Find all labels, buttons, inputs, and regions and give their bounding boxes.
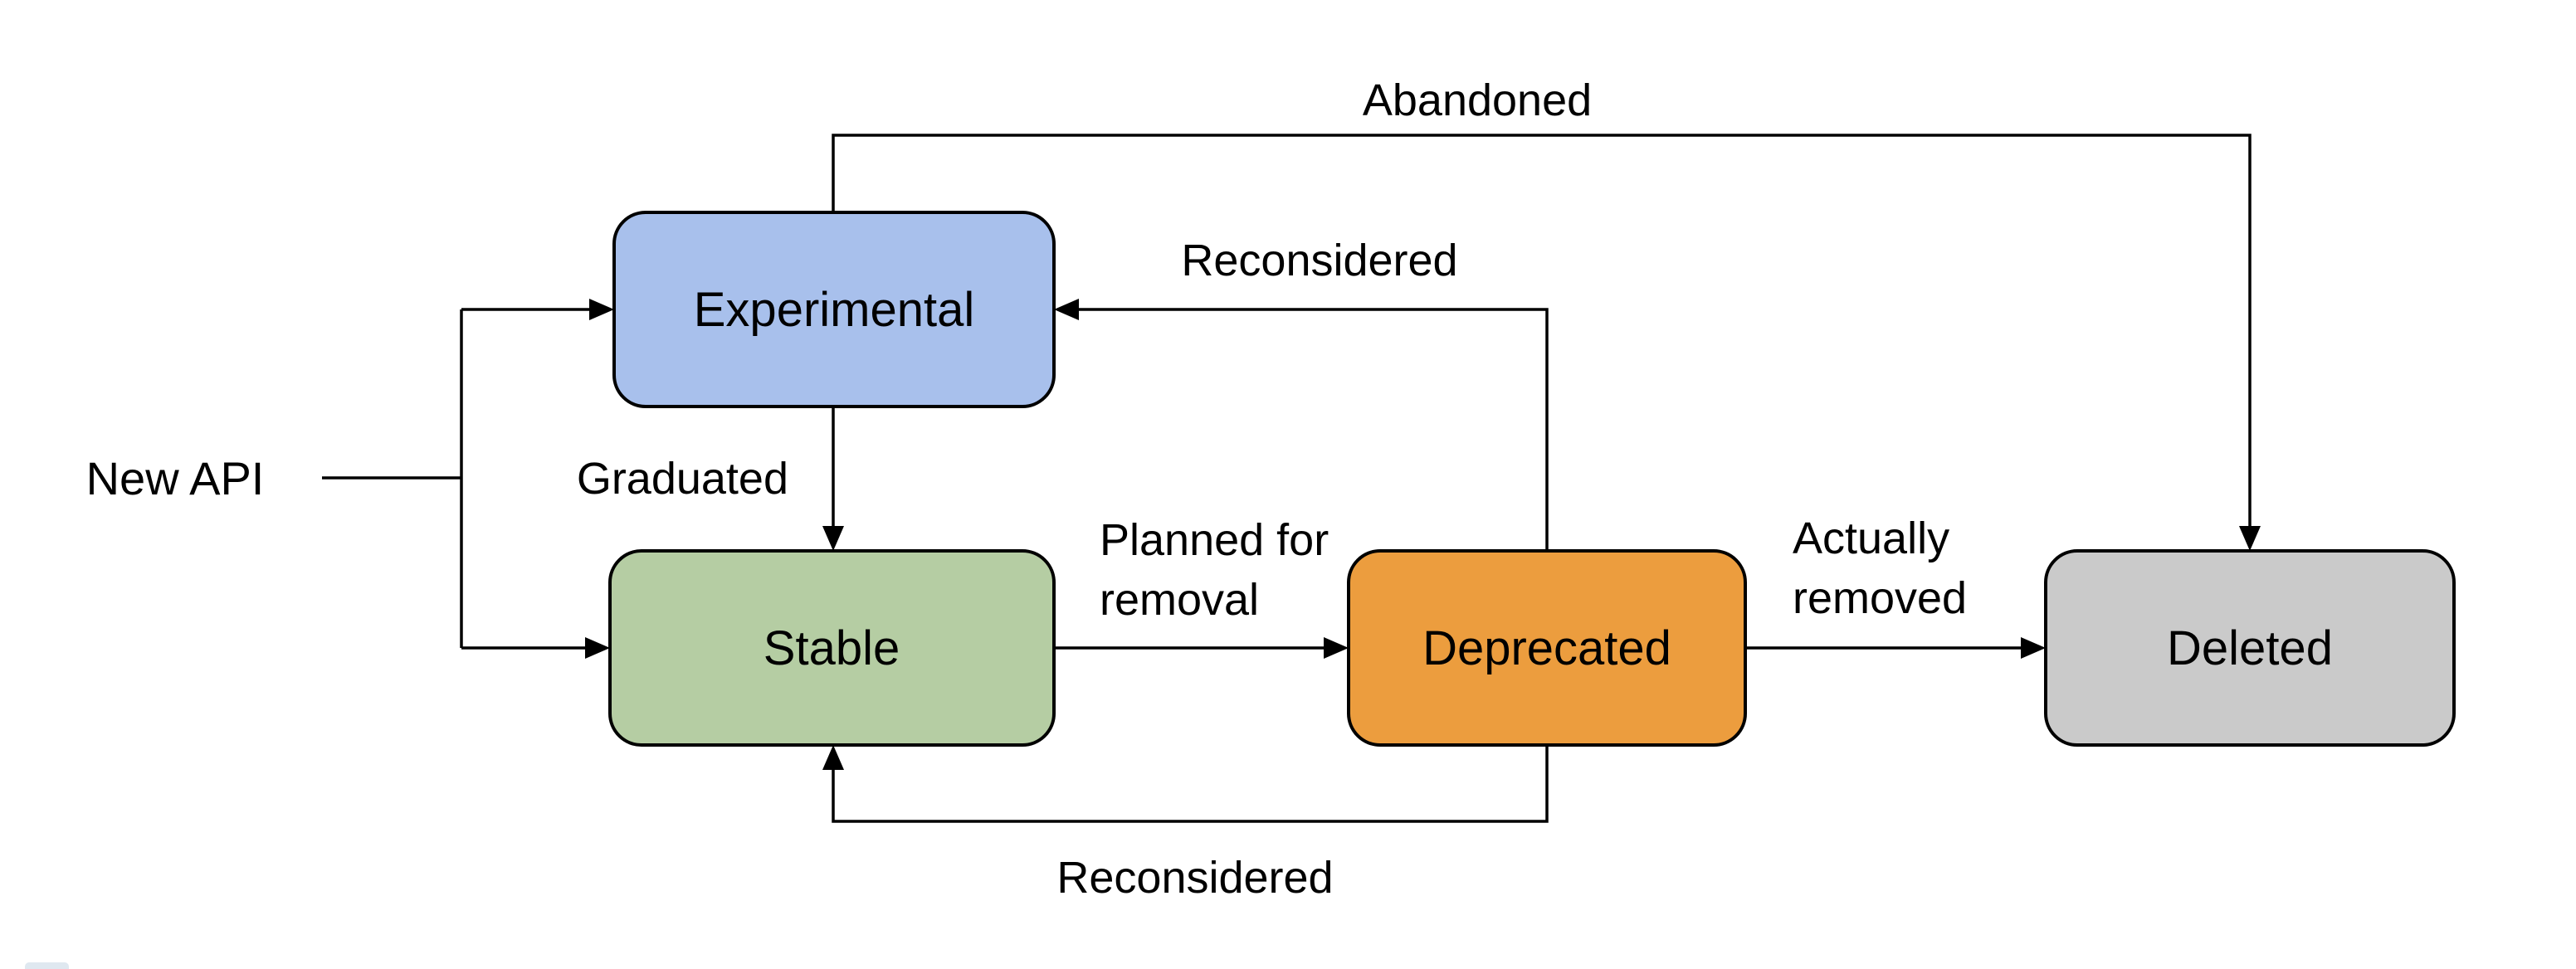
node-deprecated <box>1347 549 1747 747</box>
edge-label-actually-line2: removed <box>1793 573 1967 623</box>
arrowhead-into-stable-left <box>585 637 610 659</box>
edge-reconsidered-bottom-line <box>832 745 1549 823</box>
node-stable <box>608 549 1056 747</box>
edge-label-planned-line2: removal <box>1100 575 1259 625</box>
edge-label-graduated: Graduated <box>577 454 788 504</box>
edge-label-planned-line1: Planned for <box>1100 515 1329 565</box>
arrowhead-into-experimental-left <box>589 299 614 320</box>
edge-reconsidered-top-line <box>1079 308 1549 551</box>
node-deprecated-label: Deprecated <box>1422 621 1671 675</box>
edge-label-reconsidered-top: Reconsidered <box>1181 236 1457 285</box>
edge-label-abandoned: Abandoned <box>1363 75 1592 125</box>
arrowhead-into-deleted-left <box>2021 637 2046 659</box>
node-stable-label: Stable <box>764 621 900 675</box>
arrowhead-into-experimental-right <box>1054 299 1079 320</box>
node-experimental <box>612 211 1056 408</box>
arrowhead-graduated-into-stable-top <box>822 526 844 551</box>
node-deleted-label: Deleted <box>2167 621 2333 675</box>
arrowhead-into-deprecated-left <box>1324 637 1349 659</box>
arrowhead-abandoned-into-deleted-top <box>2239 526 2261 551</box>
entry-new-api-label: New API <box>86 452 265 504</box>
node-deleted <box>2044 549 2456 747</box>
edge-label-reconsidered-bottom: Reconsidered <box>1056 853 1333 903</box>
edge-abandoned-line <box>832 134 2252 526</box>
cropped-shape-artifact <box>25 962 69 969</box>
edge-label-actually-line1: Actually <box>1793 514 1949 563</box>
node-experimental-label: Experimental <box>694 283 974 337</box>
arrowhead-into-stable-bottom <box>822 745 844 770</box>
